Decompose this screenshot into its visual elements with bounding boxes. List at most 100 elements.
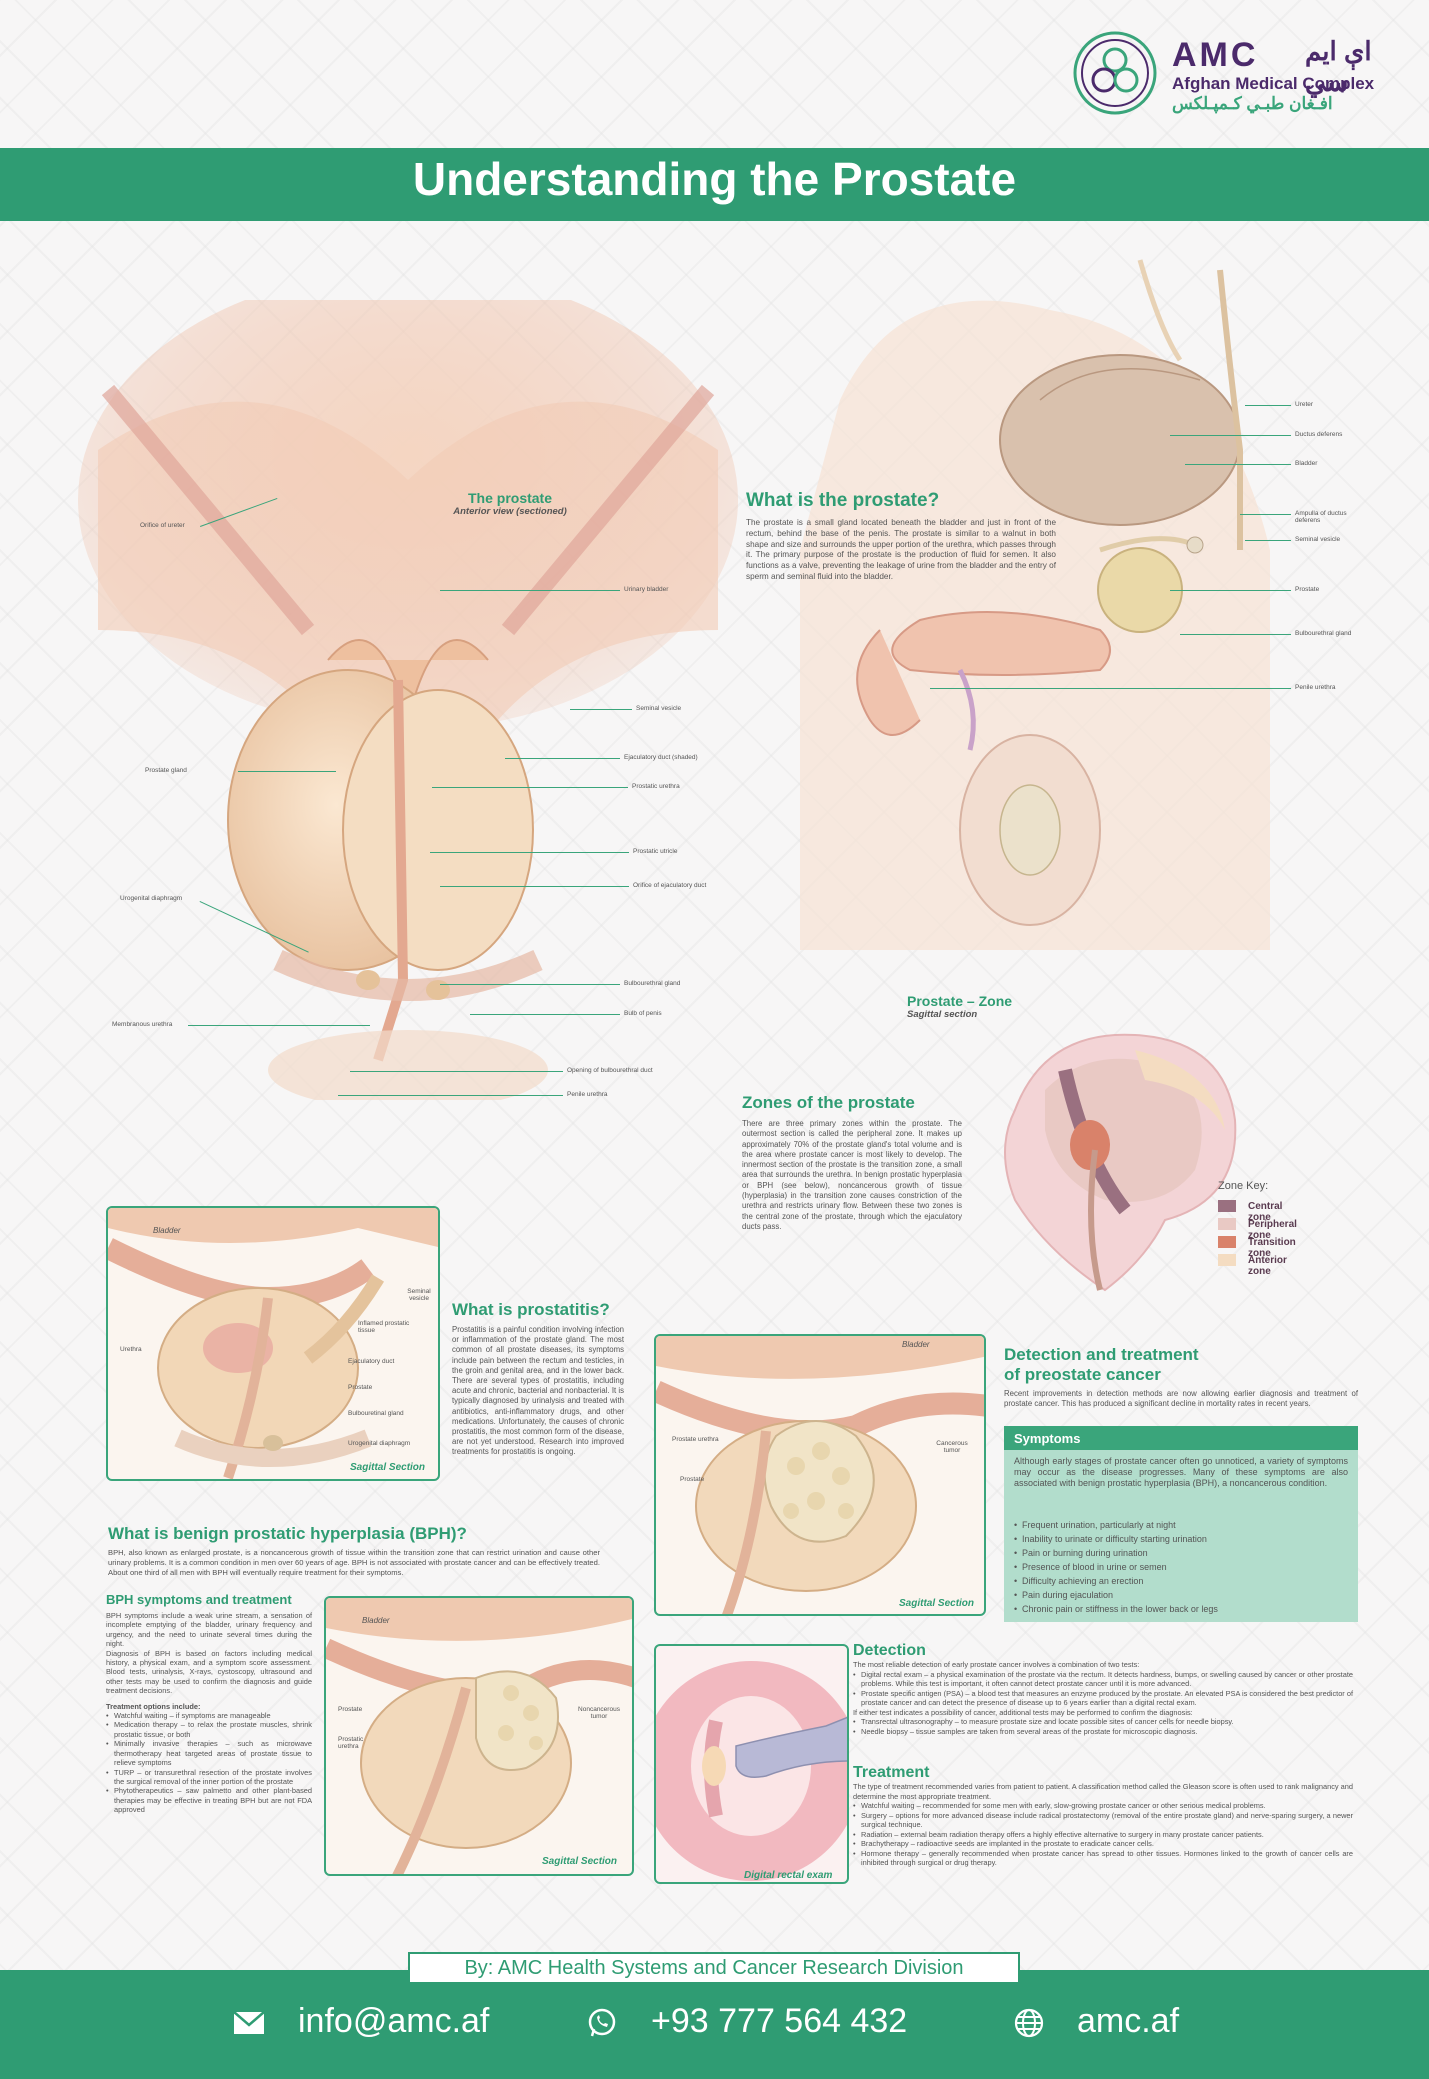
globe-icon bbox=[1013, 2007, 1045, 2039]
label-bulbourethral-lat: Bulbourethral gland bbox=[1295, 630, 1352, 637]
leader-line bbox=[505, 758, 620, 759]
symptom-item: Inability to urinate or difficulty start… bbox=[1014, 1532, 1348, 1546]
footer-email[interactable]: info@amc.af bbox=[298, 2002, 490, 2040]
bph-options-list: Watchful waiting – if symptoms are manag… bbox=[106, 1711, 312, 1814]
logo-abbr: AMC bbox=[1172, 36, 1259, 74]
detection-item: Needle biopsy – tissue samples are taken… bbox=[853, 1727, 1353, 1737]
treatment-heading: Treatment bbox=[853, 1764, 930, 1781]
label-ejac-ps: Ejaculatory duct bbox=[348, 1358, 395, 1365]
footer-phone[interactable]: +93 777 564 432 bbox=[651, 2002, 908, 2040]
symptom-item: Pain or burning during urination bbox=[1014, 1546, 1348, 1560]
label-membranous-urethra: Membranous urethra bbox=[112, 1021, 173, 1028]
cancer-illustration bbox=[656, 1336, 984, 1614]
prostate-zone-illustration bbox=[1004, 1033, 1237, 1292]
bph-option-item: TURP – or transurethral resection of the… bbox=[106, 1768, 312, 1787]
lateral-view-illustration bbox=[800, 259, 1270, 950]
label-prostatic-utricle: Prostatic utricle bbox=[633, 848, 678, 855]
label-tumor-bph: Noncancerous tumor bbox=[578, 1706, 620, 1720]
leader-line bbox=[440, 590, 620, 591]
label-prostate-ca: Prostate bbox=[680, 1476, 705, 1483]
label-prostate-gland: Prostate gland bbox=[145, 767, 187, 774]
bph-options-title: Treatment options include: bbox=[106, 1701, 201, 1711]
zone-key-label: Anterior zone bbox=[1248, 1255, 1287, 1277]
prostatitis-heading: What is prostatitis? bbox=[452, 1300, 610, 1319]
zone-key-label: Central zone bbox=[1248, 1201, 1283, 1223]
whatsapp-icon bbox=[586, 2007, 618, 2039]
zone-key-item: Central zone bbox=[1218, 1200, 1282, 1223]
symptom-item: Pain during ejaculation bbox=[1014, 1588, 1348, 1602]
bph-caption: Sagittal Section bbox=[542, 1856, 618, 1867]
prostatitis-illustration bbox=[108, 1208, 438, 1479]
leader-line bbox=[1245, 540, 1291, 541]
label-ureter: Ureter bbox=[1295, 401, 1314, 408]
zones-heading: Zones of the prostate bbox=[742, 1093, 915, 1112]
leader-line bbox=[1170, 590, 1291, 591]
anterior-view-illustration bbox=[78, 300, 738, 1100]
label-seminal-ps: Seminal vesicle bbox=[407, 1288, 431, 1302]
detection-intro: The most reliable detection of early pro… bbox=[853, 1660, 1140, 1669]
label-urethra-ca: Prostate urethra bbox=[672, 1436, 719, 1443]
bph-option-item: Minimally invasive therapies – such as m… bbox=[106, 1739, 312, 1767]
label-prostatic-urethra: Prostatic urethra bbox=[632, 783, 680, 790]
leader-line bbox=[570, 709, 632, 710]
bph-figure: Bladder Prostate Prostatic urethra Nonca… bbox=[324, 1596, 634, 1876]
label-bulbo-ps: Bulbouretinal gland bbox=[348, 1410, 404, 1417]
bph-option-item: Medication therapy – to relax the prosta… bbox=[106, 1720, 312, 1739]
symptoms-box: Symptoms Although early stages of prosta… bbox=[1004, 1426, 1358, 1622]
label-ejaculatory-duct: Ejaculatory duct (shaded) bbox=[624, 754, 698, 761]
what-is-prostate-body: The prostate is a small gland located be… bbox=[746, 518, 1056, 581]
zone-key-label: Transition zone bbox=[1248, 1237, 1296, 1259]
treatment-item: Hormone therapy – generally recommended … bbox=[853, 1849, 1353, 1868]
cancer-caption: Sagittal Section bbox=[899, 1598, 975, 1609]
zone-key-title: Zone Key: bbox=[1218, 1180, 1269, 1192]
leader-line bbox=[440, 984, 620, 985]
anterior-subheading: Anterior view (sectioned) bbox=[453, 506, 567, 517]
footer-web[interactable]: amc.af bbox=[1077, 2002, 1180, 2040]
zone-key-swatch bbox=[1218, 1254, 1236, 1266]
logo-name: Afghan Medical Complex bbox=[1172, 74, 1375, 93]
leader-line bbox=[430, 852, 629, 853]
treatment-intro: The type of treatment recommended varies… bbox=[853, 1782, 1353, 1801]
leader-line bbox=[238, 771, 336, 772]
bph-option-item: Phytotherapeutics – saw palmetto and oth… bbox=[106, 1786, 312, 1814]
detection-list: Digital rectal exam – a physical examina… bbox=[853, 1670, 1353, 1708]
cancer-figure: Bladder Prostate urethra Prostate Cancer… bbox=[654, 1334, 986, 1616]
detection-item: Digital rectal exam – a physical examina… bbox=[853, 1670, 1353, 1689]
label-inflamed: Inflamed prostatic tissue bbox=[358, 1320, 410, 1334]
label-prostate-bph: Prostate bbox=[338, 1706, 363, 1713]
label-bulbourethral-gland: Bulbourethral gland bbox=[624, 980, 681, 987]
zone-key-swatch bbox=[1218, 1200, 1236, 1212]
prostatitis-caption: Sagittal Section bbox=[350, 1462, 426, 1473]
zones-body: There are three primary zones within the… bbox=[742, 1119, 962, 1231]
prostatitis-body: Prostatitis is a painful condition invol… bbox=[452, 1325, 624, 1457]
dt-heading-1: Detection and treatment bbox=[1004, 1345, 1199, 1364]
label-urogenital-ps: Urogenital diaphragm bbox=[348, 1440, 411, 1447]
leader-line bbox=[432, 787, 628, 788]
treatment-list: Watchful waiting – recommended for some … bbox=[853, 1801, 1353, 1868]
byline: By: AMC Health Systems and Cancer Resear… bbox=[408, 1952, 1020, 1984]
treatment-item: Watchful waiting – recommended for some … bbox=[853, 1801, 1353, 1811]
label-opening-bulbourethral: Opening of bulbourethral duct bbox=[567, 1067, 653, 1074]
label-prostate-ps: Prostate bbox=[348, 1384, 373, 1391]
label-penile-urethra-lat: Penile urethra bbox=[1295, 684, 1336, 691]
label-bulb-of-penis: Bulb of penis bbox=[624, 1010, 662, 1017]
leader-line bbox=[1185, 464, 1291, 465]
label-bladder-bph: Bladder bbox=[362, 1616, 390, 1625]
label-urethra-ps: Urethra bbox=[120, 1346, 142, 1353]
what-is-prostate-heading: What is the prostate? bbox=[746, 490, 940, 511]
bph-st-body2: Diagnosis of BPH is based on factors inc… bbox=[106, 1648, 312, 1696]
treatment-item: Brachytherapy – radioactive seeds are im… bbox=[853, 1839, 1353, 1849]
mail-icon bbox=[233, 2011, 265, 2035]
leader-line bbox=[470, 1014, 620, 1015]
symptoms-intro: Although early stages of prostate cancer… bbox=[1014, 1456, 1348, 1489]
treatment-item: Radiation – external beam radiation ther… bbox=[853, 1830, 1353, 1840]
dt-heading-2: of preostate cancer bbox=[1004, 1365, 1161, 1384]
label-seminal-vesicle: Seminal vesicle bbox=[636, 705, 682, 712]
leader-line bbox=[1245, 405, 1291, 406]
zone-key-label: Peripheral zone bbox=[1248, 1219, 1297, 1241]
symptoms-heading: Symptoms bbox=[1014, 1431, 1081, 1446]
symptom-item: Difficulty achieving an erection bbox=[1014, 1574, 1348, 1588]
bph-heading: What is benign prostatic hyperplasia (BP… bbox=[108, 1524, 467, 1543]
bph-body: BPH, also known as enlarged prostate, is… bbox=[108, 1548, 600, 1577]
label-ductus-deferens: Ductus deferens bbox=[1295, 431, 1343, 438]
